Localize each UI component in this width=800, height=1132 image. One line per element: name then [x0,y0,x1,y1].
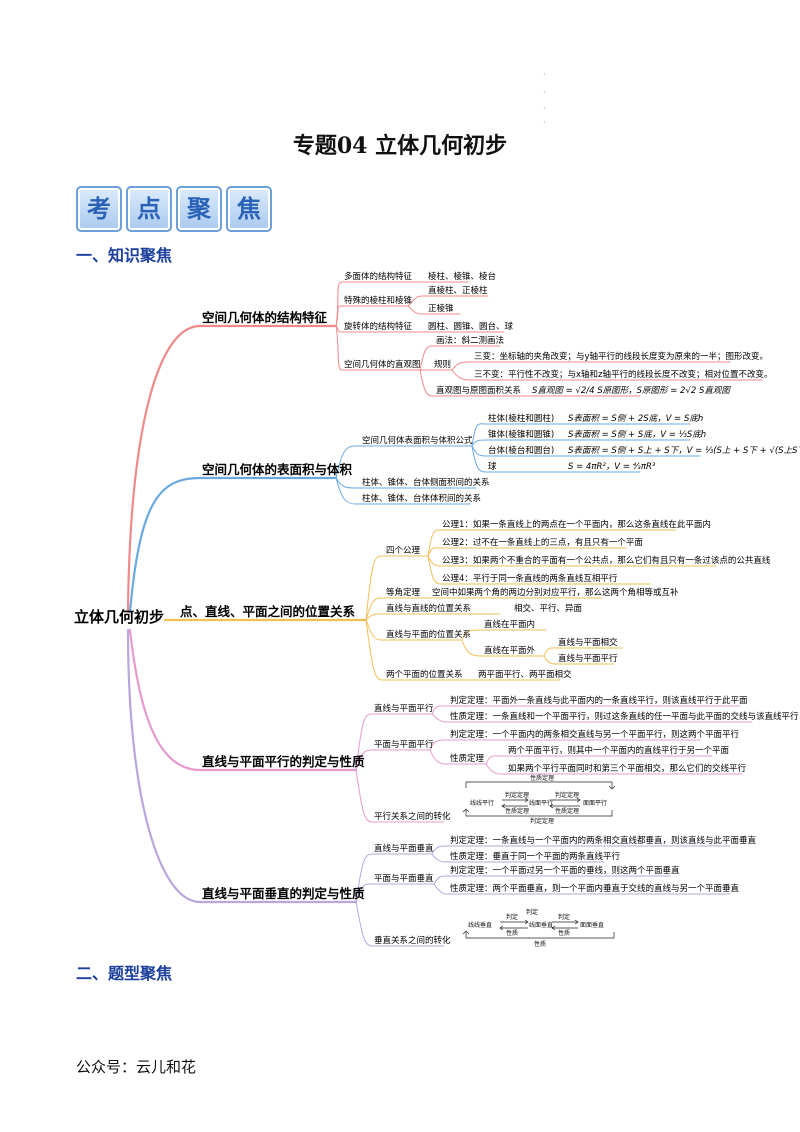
diagram-label: 判定 [506,913,518,921]
diagram-label: 判定定理 [530,817,554,825]
node-lpp-property: 性质定理：垂直于同一个平面的两条直线平行 [450,851,621,862]
node-line-line-value: 相交、平行、异面 [514,603,583,614]
node-lpp-criterion: 判定定理：一条直线与一个平面内的两条相交直线都垂直，则该直线与此平面垂直 [450,835,757,846]
diagram-node: 线线平行 [470,799,494,807]
branch-parallel: 直线与平面平行的判定与性质 [202,754,365,769]
node-parallel-transform: 平行关系之间的转化 [374,811,451,822]
node-plane-plane-parallel: 平面与平面平行 [374,739,434,750]
node-frustum: 台体(棱台和圆台) [488,445,554,456]
diagram-node: 面面垂直 [580,921,604,929]
diagram-label: 性质定理 [555,807,579,815]
node-plane-plane-perp: 平面与平面垂直 [374,873,434,884]
footer-account: 公众号：云儿和花 [76,1058,197,1076]
decor-dot: · [543,88,546,97]
node-pp-criterion: 判定定理：一个平面内的两条相交直线与另一个平面平行，则这两个平面平行 [450,729,740,740]
decor-dot: · [543,70,546,79]
node-ppp-criterion: 判定定理：一个平面过另一个平面的垂线，则这两个平面垂直 [450,865,680,876]
node-rotation-body: 旋转体的结构特征 [344,321,413,332]
diagram-label: 性质 [558,929,570,937]
node-volume-relation: 柱体、锥体、台体体积间的关系 [362,493,481,504]
node-pp-property: 性质定理 [450,753,485,764]
node-equal-angle: 等角定理 [386,587,421,598]
badge-dian: 点 [126,186,172,232]
node-lp-criterion: 判定定理：平面外一条直线与此平面内的一条直线平行，则该直线平行于此平面 [450,695,748,706]
node-right-prism: 直棱柱、正棱柱 [428,285,488,296]
node-plane-plane-value: 两平面平行、两平面相交 [478,669,572,680]
node-four-axioms: 四个公理 [386,546,421,556]
parallel-transform-diagram: 性质定理 判定定理 性质定理 判定定理 性质定理 线线平行 线面平行 面面平行 … [462,774,616,825]
branch-structure: 空间几何体的结构特征 [202,310,328,325]
section-knowledge: 一、知识聚焦 [76,246,173,265]
badge-kao: 考 [76,186,122,232]
decor-dot: · [543,104,546,113]
node-polyhedron-value: 棱柱、棱锥、棱台 [428,271,496,282]
diagram-label: 判定 [558,913,570,921]
node-prism-cylinder: 柱体(棱柱和圆柱) [488,413,554,424]
node-rules: 规则 [434,359,451,370]
node-area-relation: 直观图与原图面积关系 [436,385,521,396]
node-rotation-value: 圆柱、圆锥、圆台、球 [428,321,514,332]
node-perp-transform: 垂直关系之间的转化 [374,935,451,946]
node-axiom-3: 公理3：如果两个不重合的平面有一个公共点，那么它们有且只有一条过该点的公共直线 [442,555,771,566]
badge-ju: 聚 [176,186,222,232]
node-three-unchanged: 三不变：平行性不改变；与x轴和z轴平行的线段长度不改变；相对位置不改变。 [474,369,773,380]
diagram-label: 性质 [534,940,546,948]
node-special-prism: 特殊的棱柱和棱锥 [344,295,413,306]
diagram-label: 性质 [506,929,518,937]
node-intuitive-view: 空间几何体的直观图 [344,359,421,370]
node-drawing-method: 画法：斜二测画法 [436,335,504,346]
formula-pyramid: S表面积 = S侧 + S底，V = ⅓S底h [568,429,706,440]
badge-jiao: 焦 [226,186,272,232]
node-line-plane-parallel-title: 直线与平面平行 [374,703,434,714]
branch-position: 点、直线、平面之间的位置关系 [180,604,356,619]
decor-dot: · [543,118,546,127]
node-axiom-4: 公理4：平行于同一条直线的两条直线互相平行 [442,573,618,584]
node-line-out-plane: 直线在平面外 [484,645,536,656]
formula-area-relation: S直观图 = √2/4 S原图形，S原图形 = 2√2 S直观图 [532,385,731,396]
diagram-label: 判定定理 [555,791,579,799]
node-plane-plane: 两个平面的位置关系 [386,669,463,680]
diagram-node: 线面平行 [529,799,553,807]
node-pp-property-2: 如果两个平行平面同时和第三个平面相交，那么它们的交线平行 [508,763,747,774]
node-line-plane: 直线与平面的位置关系 [386,629,471,640]
node-equal-angle-value: 空间中如果两个角的两边分别对应平行，那么这两个角相等或互补 [432,587,679,598]
diagram-label: 判定 [526,908,538,916]
node-axiom-2: 公理2：过不在一条直线上的三点，有且只有一个平面 [442,537,643,548]
formula-sphere: S = 4πR²，V = ⁴⁄₃πR³ [568,462,656,472]
node-ppp-property: 性质定理：两个平面垂直，则一个平面内垂直于交线的直线与另一个平面垂直 [450,883,740,894]
node-line-in-plane: 直线在平面内 [484,619,535,630]
node-line-line: 直线与直线的位置关系 [386,603,471,614]
diagram-node: 面面平行 [583,799,607,807]
diagram-label: 性质定理 [505,807,529,815]
node-line-plane-perp: 直线与平面垂直 [374,843,434,854]
diagram-label: 判定定理 [505,791,529,799]
node-formulas: 空间几何体表面积与体积公式 [362,435,473,446]
node-axiom-1: 公理1：如果一条直线上的两点在一个平面内，那么这条直线在此平面内 [442,519,711,530]
mindmap-root: 立体几何初步 [74,608,164,626]
node-line-plane-intersect: 直线与平面相交 [558,637,618,648]
node-line-plane-parallel: 直线与平面平行 [558,653,618,664]
perp-transform-diagram: 判定 判定 性质 判定 性质 线线垂直 线面垂直 面面垂直 性质 [462,908,615,948]
section-questions: 二、题型聚焦 [76,964,173,983]
node-sphere: 球 [488,461,497,472]
branch-perpendicular: 直线与平面垂直的判定与性质 [202,886,365,901]
diagram-label: 性质定理 [530,774,554,782]
node-regular-pyramid: 正棱锥 [428,303,454,314]
diagram-node: 线面垂直 [529,921,553,929]
node-lateral-relation: 柱体、锥体、台体侧面积间的关系 [362,477,490,488]
formula-prism: S表面积 = S侧 + 2S底，V = S底h [568,413,703,424]
node-pp-property-1: 两个平面平行，则其中一个平面内的直线平行于另一个平面 [508,745,730,756]
node-lp-property: 性质定理：一条直线和一个平面平行，则过这条直线的任一平面与此平面的交线与该直线平… [450,711,799,722]
diagram-node: 线线垂直 [468,921,492,929]
branch-area-volume: 空间几何体的表面积与体积 [202,462,353,477]
node-polyhedron: 多面体的结构特征 [344,271,413,282]
node-pyramid-cone: 锥体(棱锥和圆锥) [488,429,554,440]
page-title: 专题04 立体几何初步 [292,133,508,159]
node-three-changes: 三变：坐标轴的夹角改变；与y轴平行的线段长度变为原来的一半；图形改变。 [474,351,768,362]
formula-frustum: S表面积 = S侧 + S上 + S下，V = ⅓(S上 + S下 + √(S上… [568,445,800,456]
